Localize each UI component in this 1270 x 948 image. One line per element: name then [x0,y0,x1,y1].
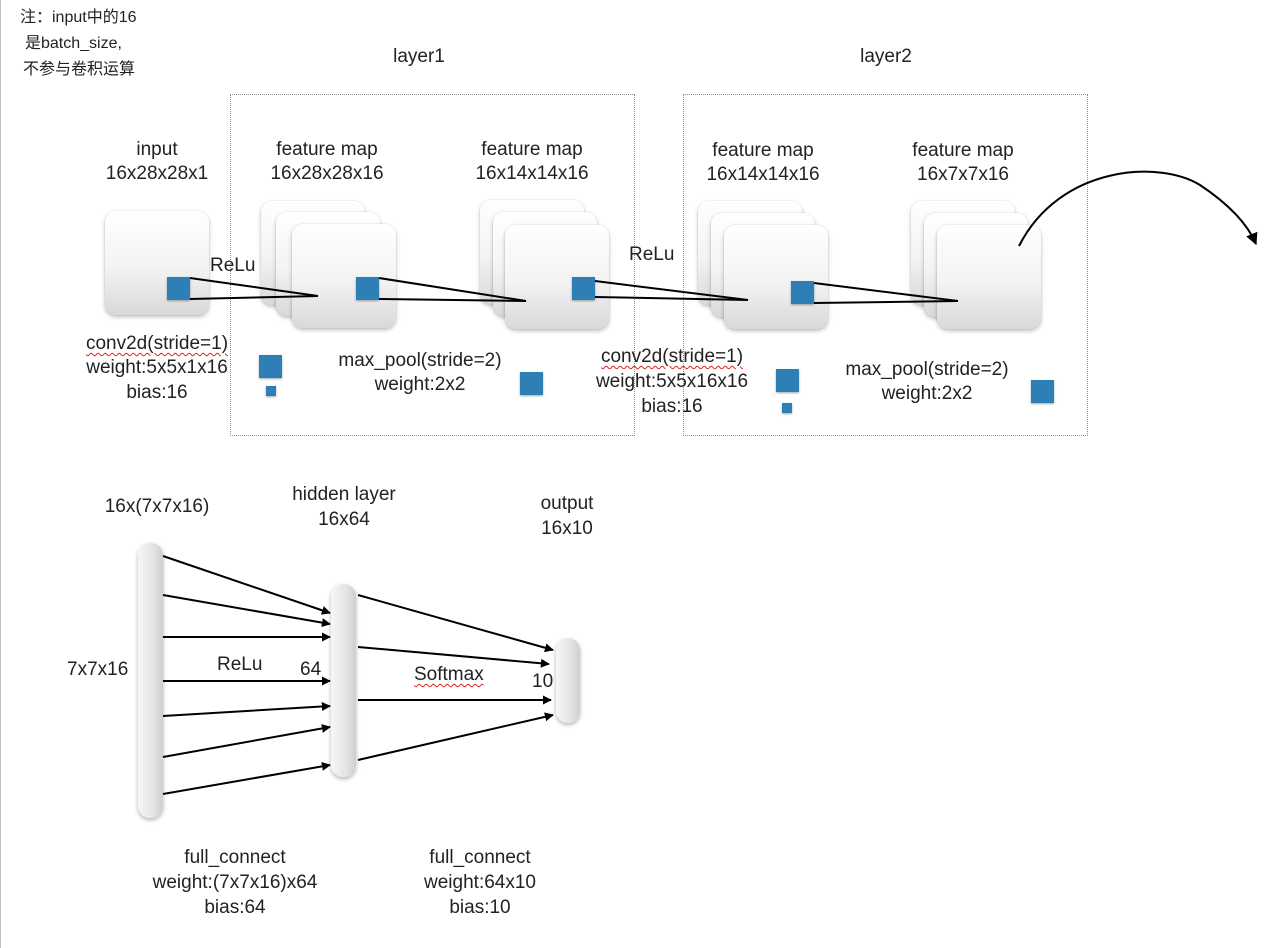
conv2-weight-square [776,369,799,392]
hidden-layer-bar [331,584,356,777]
input-shape: 16x28x28x1 [105,163,209,184]
pool1-weight-square [520,372,543,395]
fc-output-shape: 16x10 [541,518,593,539]
flatten-layer-bar [138,543,163,818]
fc1-arrow [162,594,331,628]
fmap2-shape: 16x14x14x16 [475,163,589,184]
fmap1-label: feature map [276,139,378,160]
layer2-title: layer2 [860,46,912,67]
fc-flat-label: 16x(7x7x16) [104,496,210,517]
input-map [105,211,209,315]
fc1-label: full_connect [184,847,286,868]
pool2-weight: weight:2x2 [881,383,973,404]
fc1-weight: weight:(7x7x16)x64 [152,872,318,893]
fmap4-shape: 16x7x7x16 [917,164,1009,185]
fmap3-pool-patch [791,281,814,304]
conv1-bias-square [266,386,276,396]
fc1-arrow [162,701,331,717]
fc-hidden-title: hidden layer [292,484,396,505]
fc2-arrow [357,594,554,653]
relu2-label: ReLu [629,244,675,265]
conv1-weight: weight:5x5x1x16 [86,357,228,378]
conv2-bias: bias:16 [641,396,703,417]
fmap4-label: feature map [912,140,1014,161]
conv2-bias-square [782,403,792,413]
left-edge-rule [0,0,1,948]
fc2-softmax-label: Softmax [414,664,484,685]
note-line-1: 注：input中的16 [20,9,137,26]
fmap1-shape: 16x28x28x16 [270,163,384,184]
fc1-arrow [162,724,331,758]
layer1-title: layer1 [393,46,445,67]
fmap2-label: feature map [481,139,583,160]
pool1-op: max_pool(stride=2) [338,350,502,371]
fc2-label: full_connect [429,847,531,868]
pool2-op: max_pool(stride=2) [845,359,1009,380]
fmap3-label: feature map [712,140,814,161]
output-size-label: 10 [532,671,554,692]
pool1-weight: weight:2x2 [374,374,466,395]
fc-output-title: output [540,493,594,514]
hidden-size-label: 64 [300,659,322,680]
fmap4-slice [937,225,1041,329]
fmap3-slice [724,225,828,329]
input-kernel-patch [167,277,190,300]
fc2-arrow [357,712,554,761]
fc1-arrow [162,555,331,615]
input-label: input [136,139,178,160]
conv2-op: conv2d(stride=1) [600,346,744,367]
fc1-relu-label: ReLu [217,654,263,675]
note-line-2: 是batch_size, [25,35,122,52]
fc2-bias: bias:10 [449,897,511,918]
conv1-weight-square [259,355,282,378]
fc1-arrow [162,761,331,795]
conv1-op: conv2d(stride=1) [85,333,229,354]
relu1-label: ReLu [210,255,256,276]
note-line-3: 不参与卷积运算 [23,61,136,78]
conv1-bias: bias:16 [126,382,188,403]
pool2-weight-square [1031,380,1054,403]
fmap3-shape: 16x14x14x16 [706,164,820,185]
flatten-size-label: 7x7x16 [67,659,129,680]
fc2-weight: weight:64x10 [424,872,536,893]
fc1-bias: bias:64 [204,897,266,918]
conv2-weight: weight:5x5x16x16 [595,371,749,392]
fmap1-slice [292,224,396,328]
fmap1-pool-patch [356,277,379,300]
layer1-box [230,94,635,436]
layer2-box [683,94,1088,436]
fc-hidden-shape: 16x64 [318,509,370,530]
output-layer-bar [556,638,580,723]
fmap2-kernel-patch [572,277,595,300]
